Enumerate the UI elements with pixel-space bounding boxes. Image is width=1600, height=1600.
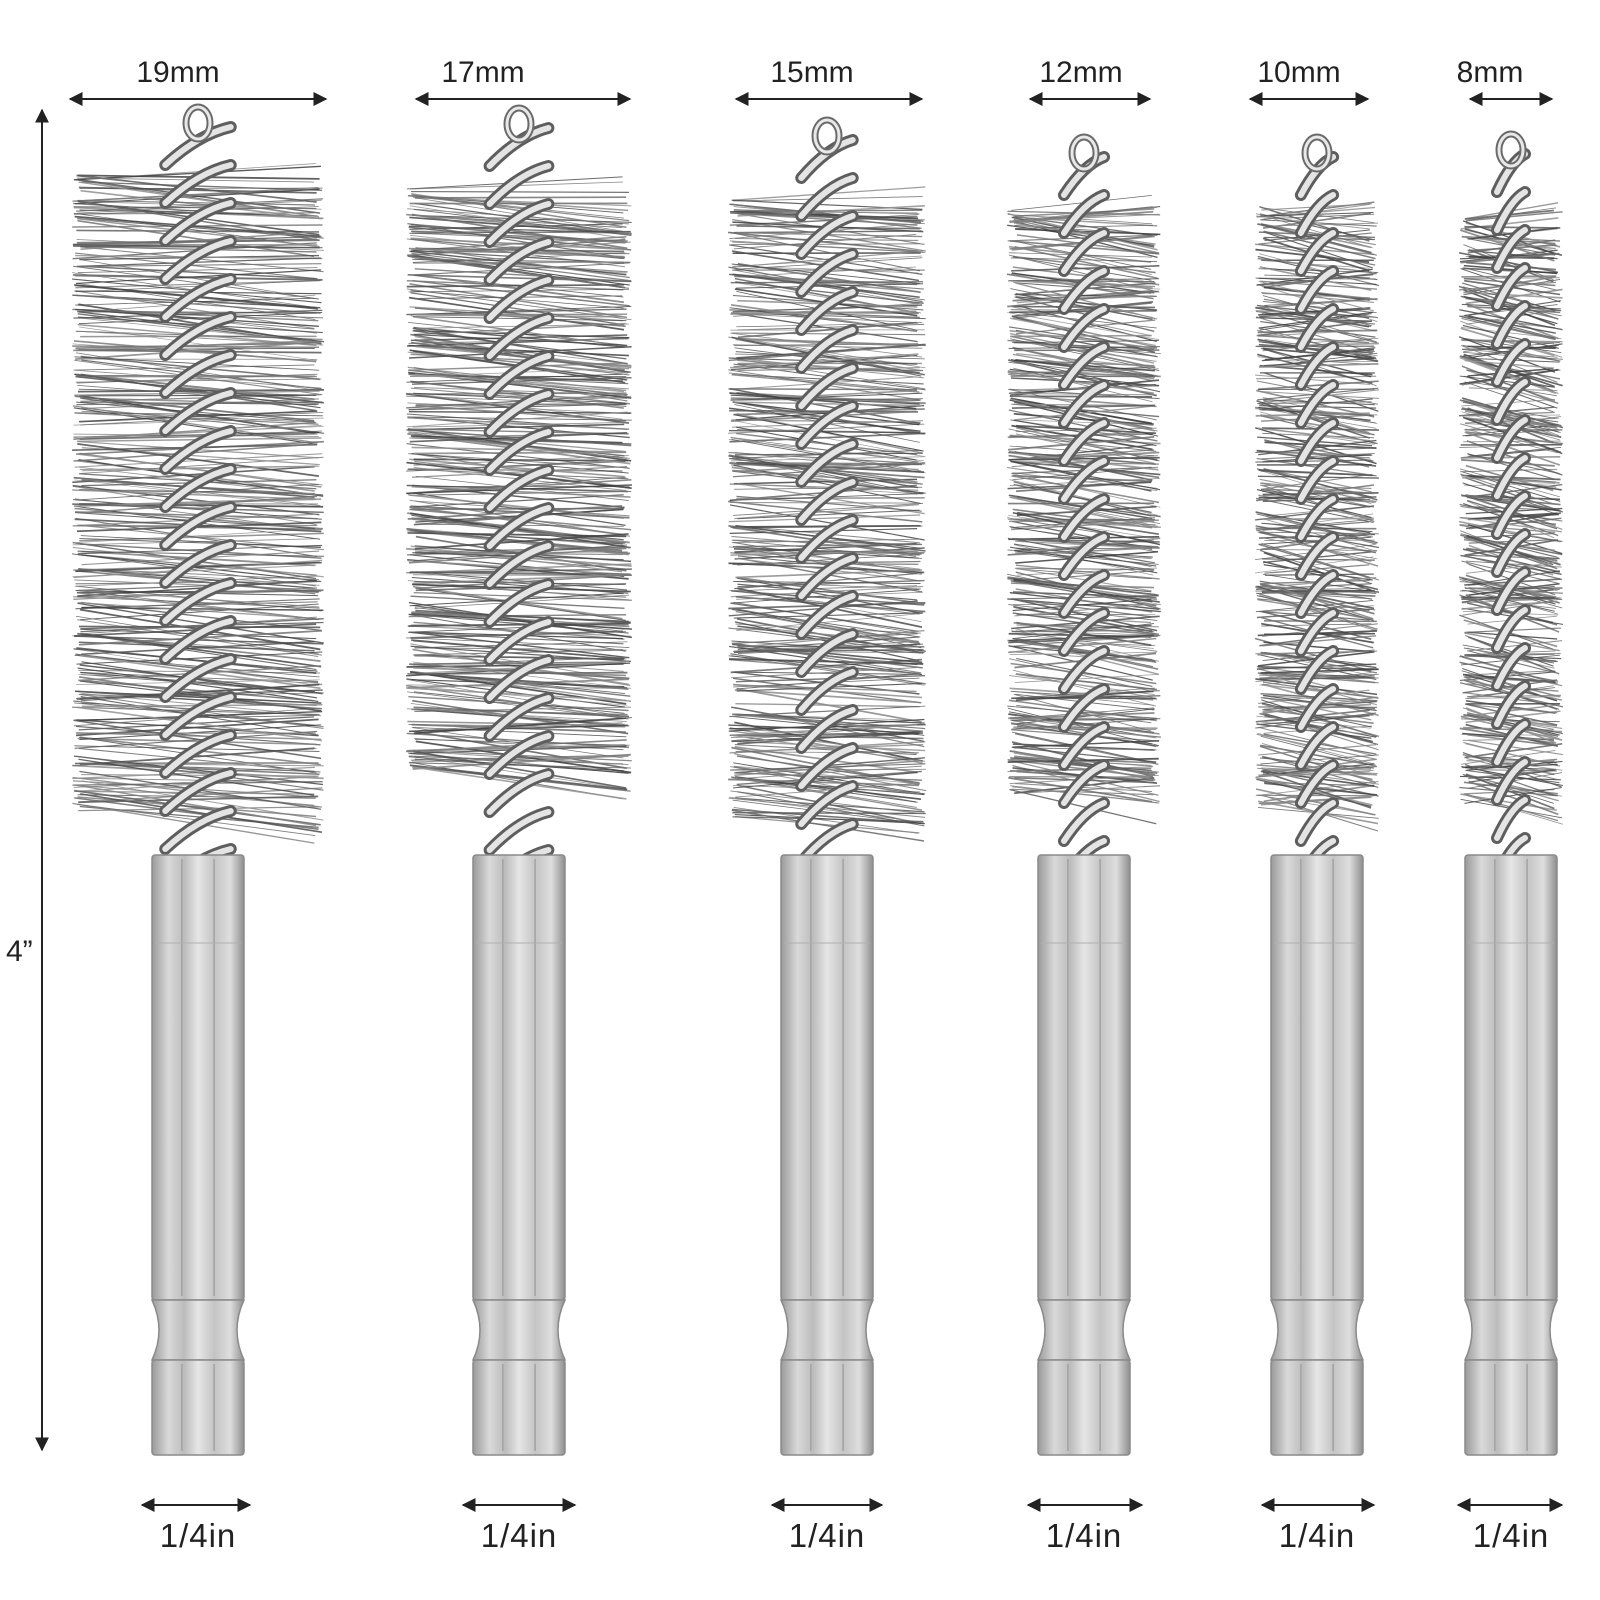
- diameter-label-17mm: 17mm: [441, 56, 525, 89]
- bristles: [727, 186, 927, 842]
- bristles: [71, 163, 325, 844]
- hex-shank: [1036, 854, 1132, 1456]
- bristles: [1254, 201, 1380, 832]
- shank-label-4: 1/4in: [1045, 1517, 1123, 1554]
- twisted-wire-core: [1057, 133, 1111, 885]
- twisted-wire-core: [483, 104, 555, 894]
- shank-label-1: 1/4in: [159, 1517, 237, 1554]
- diameter-label-15mm: 15mm: [770, 56, 854, 89]
- hex-shank: [150, 854, 246, 1456]
- shank-label-5: 1/4in: [1278, 1517, 1356, 1554]
- diameter-label-12mm: 12mm: [1039, 56, 1123, 89]
- twisted-wire-core: [1491, 130, 1531, 882]
- hex-shank: [1463, 854, 1559, 1456]
- twisted-wire-core: [159, 103, 237, 893]
- twisted-wire-core: [795, 116, 859, 868]
- diameter-label-8mm: 8mm: [1456, 56, 1524, 89]
- brush-2: [405, 92, 633, 1512]
- brush-4: [1006, 92, 1162, 1512]
- overall-length-label: 4”: [6, 935, 33, 968]
- hex-shank: [471, 854, 567, 1456]
- shank-label-6: 1/4in: [1472, 1517, 1550, 1554]
- brush-6: [1456, 92, 1564, 1512]
- hex-shank: [779, 854, 875, 1456]
- diameter-label-19mm: 19mm: [136, 56, 220, 89]
- diameter-label-10mm: 10mm: [1257, 56, 1341, 89]
- hex-shank: [1269, 854, 1365, 1456]
- brush-3: [727, 92, 927, 1512]
- shank-label-2: 1/4in: [480, 1517, 558, 1554]
- brush-5: [1248, 92, 1380, 1512]
- shank-label-3: 1/4in: [788, 1517, 866, 1554]
- brush-1: [68, 92, 328, 1512]
